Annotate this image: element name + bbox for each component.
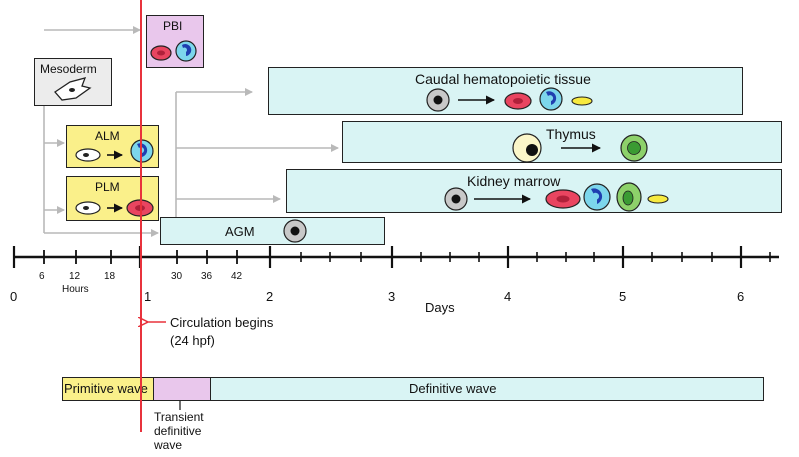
primitive-wave-label: Primitive wave: [64, 381, 148, 396]
agm-box: AGM: [160, 217, 385, 245]
agm-hsc-cell: [283, 219, 307, 243]
alm-label: ALM: [95, 129, 120, 143]
alm-cells: [75, 139, 154, 163]
hour-tick-36: 36: [201, 271, 213, 282]
kidney-marrow-cells: [444, 182, 669, 212]
hour-tick-42: 42: [231, 271, 243, 282]
hour-tick-30: 30: [171, 271, 183, 282]
transient-wave-bar: [153, 377, 211, 401]
agm-lineage-arrows: [175, 88, 339, 218]
mesoderm-label: Mesoderm: [40, 62, 97, 76]
agm-label: AGM: [225, 224, 255, 239]
kidney-marrow-box: Kidney marrow: [286, 169, 782, 213]
transient-wave-label-2: definitive: [154, 424, 202, 438]
definitive-wave-bar: Definitive wave: [210, 377, 764, 401]
cht-box: Caudal hematopoietic tissue: [268, 67, 743, 115]
hour-tick-12: 12: [69, 271, 81, 282]
hour-tick-18: 18: [104, 271, 116, 282]
pbi-label: PBI: [163, 19, 183, 33]
day-tick-5: 5: [619, 289, 627, 304]
day-tick-0: 0: [10, 289, 18, 304]
kidney-marrow-label: Kidney marrow: [467, 173, 561, 189]
circulation-begins-label: Circulation begins: [170, 315, 274, 330]
thymus-label: Thymus: [546, 126, 596, 142]
pbi-cells: [150, 40, 197, 62]
transient-wave-label-1: Transient: [154, 410, 204, 424]
thymus-box: Thymus: [342, 121, 782, 163]
day-tick-4: 4: [504, 289, 512, 304]
day-tick-2: 2: [266, 289, 274, 304]
hours-label: Hours: [62, 284, 89, 295]
circulation-hpf-label: (24 hpf): [170, 333, 215, 348]
transient-wave-label-3: wave: [154, 438, 183, 452]
plm-label: PLM: [95, 180, 120, 194]
primitive-wave-bar: Primitive wave: [62, 377, 154, 401]
day-tick-1: 1: [144, 289, 152, 304]
circulation-line: [140, 0, 142, 432]
hour-tick-6: 6: [39, 271, 45, 282]
day-tick-6: 6: [737, 289, 745, 304]
days-label: Days: [425, 300, 455, 315]
cht-label: Caudal hematopoietic tissue: [415, 71, 591, 87]
definitive-wave-label: Definitive wave: [409, 381, 497, 396]
day-tick-3: 3: [388, 289, 396, 304]
mesoderm-cell-icon: [54, 77, 92, 101]
cht-cells: [426, 87, 593, 112]
thymus-cells: [512, 133, 648, 163]
